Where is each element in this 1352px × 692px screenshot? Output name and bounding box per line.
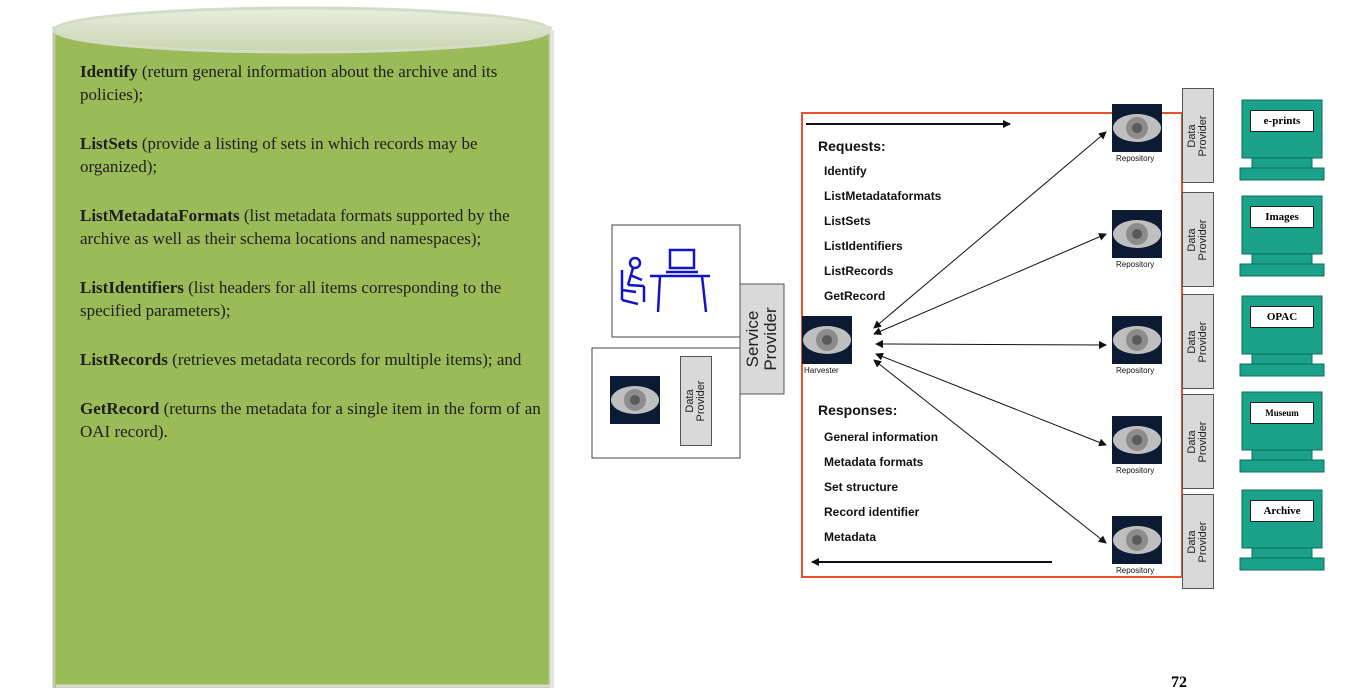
operations-cylinder: Identify (return general information abo… (0, 0, 580, 688)
operation-listmetadataformats: ListMetadataFormats (list metadata forma… (80, 206, 510, 248)
request-item: Identify (824, 164, 867, 178)
service-provider-box (739, 283, 785, 395)
repository-eye-icon (1112, 316, 1162, 364)
page-number: 72 (1171, 674, 1187, 691)
user-at-computer-icon (620, 248, 710, 313)
repository-eye-icon (1112, 104, 1162, 152)
computer-label-archive: Archive (1250, 500, 1314, 522)
request-item: ListSets (824, 214, 871, 228)
repository-eye-icon (1112, 516, 1162, 564)
repository-label: Repository (1116, 260, 1155, 269)
response-item: Set structure (824, 480, 899, 494)
response-item: Metadata formats (824, 455, 924, 469)
request-item: GetRecord (824, 289, 886, 303)
computer-label-eprints: e-prints (1250, 110, 1314, 132)
requests-heading: Requests: (818, 138, 886, 154)
computer-label-opac: OPAC (1250, 306, 1314, 328)
response-item: Record identifier (824, 505, 920, 519)
repository-label: Repository (1116, 466, 1155, 475)
response-item: Metadata (824, 530, 877, 544)
operation-identify: Identify (return general information abo… (80, 62, 498, 104)
diagram-lines (591, 99, 1325, 578)
user-box (611, 224, 741, 338)
operation-listrecords: ListRecords (retrieves metadata records … (80, 350, 522, 369)
computer-label-museum: Museum (1250, 402, 1314, 424)
operation-getrecord: GetRecord (returns the metadata for a si… (80, 399, 541, 441)
cylinder-shape (52, 6, 554, 688)
response-item: General information (824, 430, 939, 444)
repository-eye-icon (1112, 210, 1162, 258)
operation-listidentifiers: ListIdentifiers (list headers for all it… (80, 278, 502, 320)
service-provider-label: Service Provider (743, 307, 780, 371)
repository-label: Repository (1116, 366, 1155, 375)
operations-list: Identify (return general information abo… (80, 60, 550, 469)
harvester-eye-icon (802, 316, 852, 364)
harvester-label: Harvester (804, 366, 839, 375)
operation-listsets: ListSets (provide a listing of sets in w… (80, 134, 478, 176)
responses-heading: Responses: (818, 402, 898, 418)
repository-label: Repository (1116, 154, 1155, 163)
repository-label: Repository (1116, 566, 1155, 575)
computer-label-images: Images (1250, 206, 1314, 228)
request-item: ListMetadataformats (824, 189, 942, 203)
request-item: ListRecords (824, 264, 894, 278)
repository-eye-icon (1112, 416, 1162, 464)
request-item: ListIdentifiers (824, 239, 903, 253)
local-repository-eye-icon (610, 376, 660, 424)
